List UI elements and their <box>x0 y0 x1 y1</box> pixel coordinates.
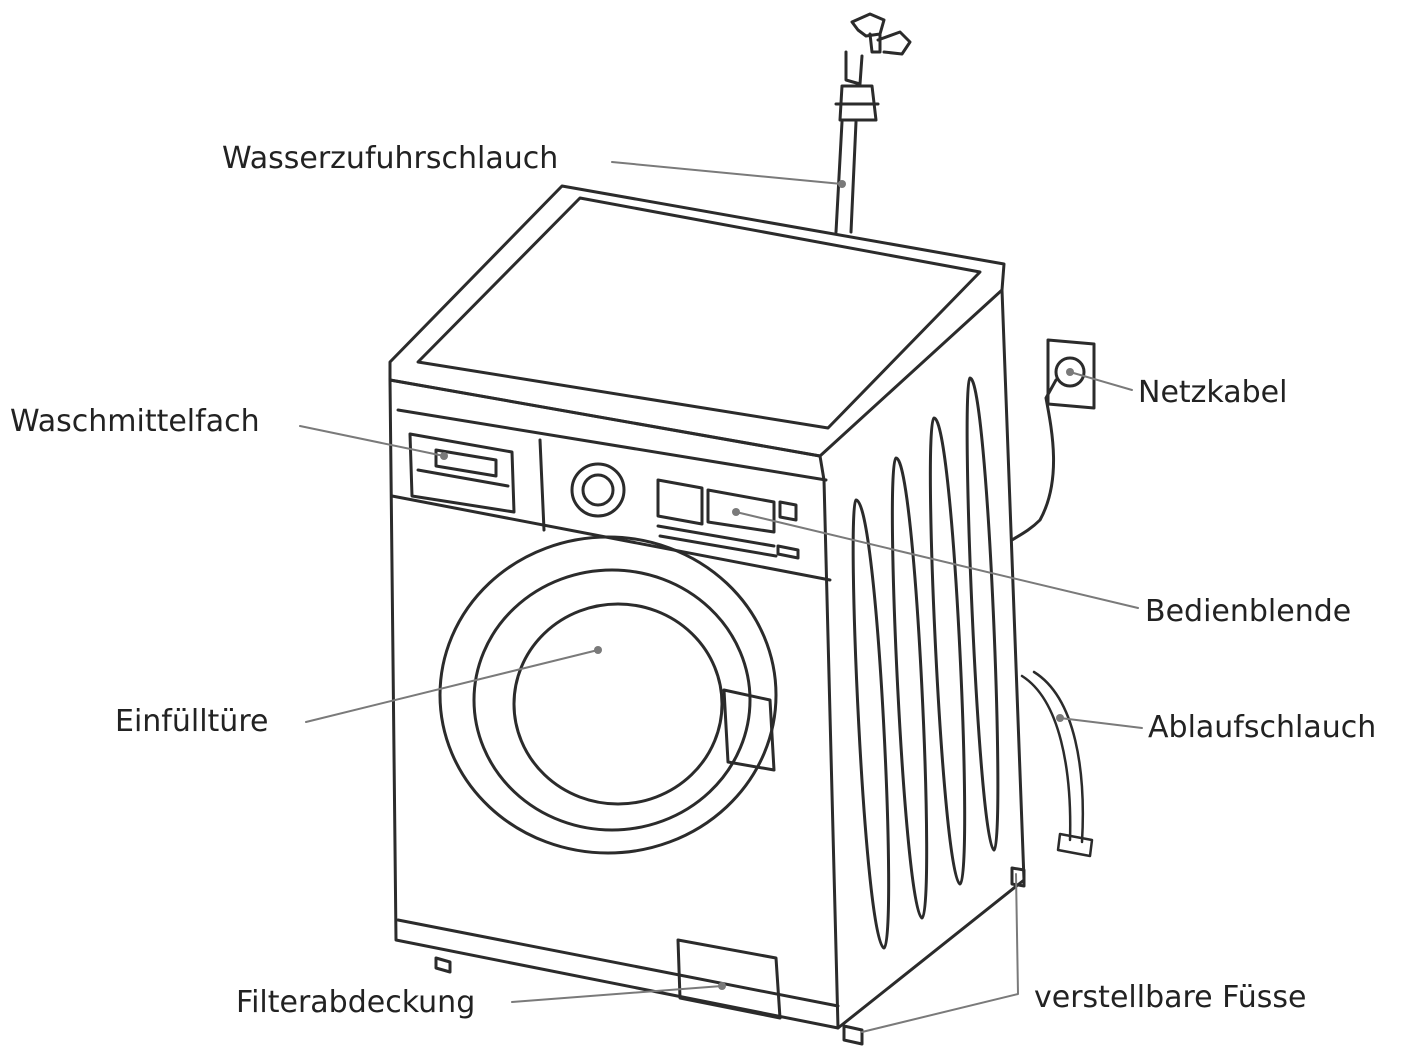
label-power-cord: Netzkabel <box>1138 375 1288 410</box>
machine-front <box>388 378 840 1030</box>
wall-socket <box>1046 338 1096 410</box>
drain-hose <box>1020 670 1094 858</box>
machine-side <box>836 288 1026 1030</box>
detergent-drawer <box>408 432 516 514</box>
machine-top <box>388 184 1006 482</box>
label-filter-cover: Filterabdeckung <box>236 985 476 1020</box>
control-panel <box>570 462 800 560</box>
label-water-inlet-hose: Wasserzufuhrschlauch <box>222 141 559 176</box>
label-control-panel: Bedienblende <box>1145 594 1352 629</box>
water-tap <box>834 12 912 122</box>
loading-door <box>438 535 778 855</box>
water-inlet-hose <box>834 120 858 234</box>
leader-lines <box>299 161 1143 1033</box>
filter-cover-panel <box>676 938 782 1020</box>
power-cord <box>1010 378 1058 542</box>
label-loading-door: Einfülltüre <box>115 704 269 739</box>
leader-dots <box>440 180 1074 990</box>
label-detergent-drawer: Waschmittelfach <box>10 404 260 439</box>
label-drain-hose: Ablaufschlauch <box>1148 710 1377 745</box>
machine-feet <box>434 866 1026 1046</box>
label-adjustable-feet: verstellbare Füsse <box>1034 980 1307 1015</box>
